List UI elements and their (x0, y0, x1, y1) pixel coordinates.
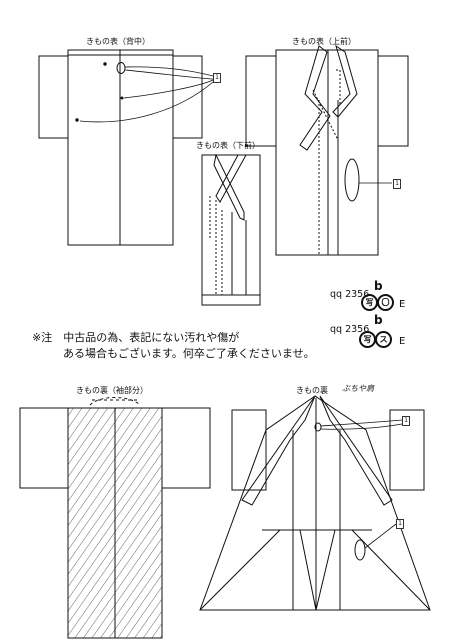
outer-lower-front-title: きもの表（下前） (196, 141, 260, 150)
stain-tag: 1 (396, 519, 404, 529)
product-code: qq 2356 (330, 324, 370, 335)
outer-back-title: きもの表（背中） (86, 37, 150, 46)
inner-sleeve-title: きもの裏（袖部分） (76, 386, 148, 395)
diagram-outer-back (38, 49, 214, 246)
notice-line-1: ※注 中古品の為、表記にない汚れや傷が (32, 331, 240, 344)
notice-line-2: ある場合もございます。何卒ご了承くださいませ。 (63, 347, 315, 360)
diagram-inner (199, 395, 431, 611)
stain-mark-ellipse (344, 158, 360, 202)
diagram-outer-lower-front (201, 153, 261, 306)
grade-letter: E (399, 336, 406, 347)
product-code-suffix: b (374, 313, 383, 327)
grade-letter: E (399, 299, 406, 310)
stain-tag: 1 (213, 73, 221, 83)
handwritten-mark: 写 (361, 294, 378, 311)
stain-mark-ellipse (354, 539, 366, 561)
diagram-inner-sleeve (19, 397, 211, 639)
product-code-suffix: b (374, 279, 383, 293)
inner-handwritten-note: ぶちや肩 (342, 384, 375, 393)
handwritten-mark: 写 (359, 331, 376, 348)
inner-title: きもの裏 (296, 386, 328, 395)
stain-dot (120, 96, 124, 100)
diagram-outer-front (245, 44, 409, 256)
stain-dot (75, 118, 79, 122)
product-code: qq 2356 (330, 289, 370, 300)
stain-mark-circle (116, 62, 126, 74)
outer-front-title: きもの表（上前） (292, 37, 356, 46)
handwritten-mark: ス (375, 331, 392, 348)
stain-tag: 1 (402, 416, 410, 426)
handwritten-mark: 〇 (377, 294, 394, 311)
stain-dot (103, 62, 107, 66)
stain-tag: 1 (393, 179, 401, 189)
